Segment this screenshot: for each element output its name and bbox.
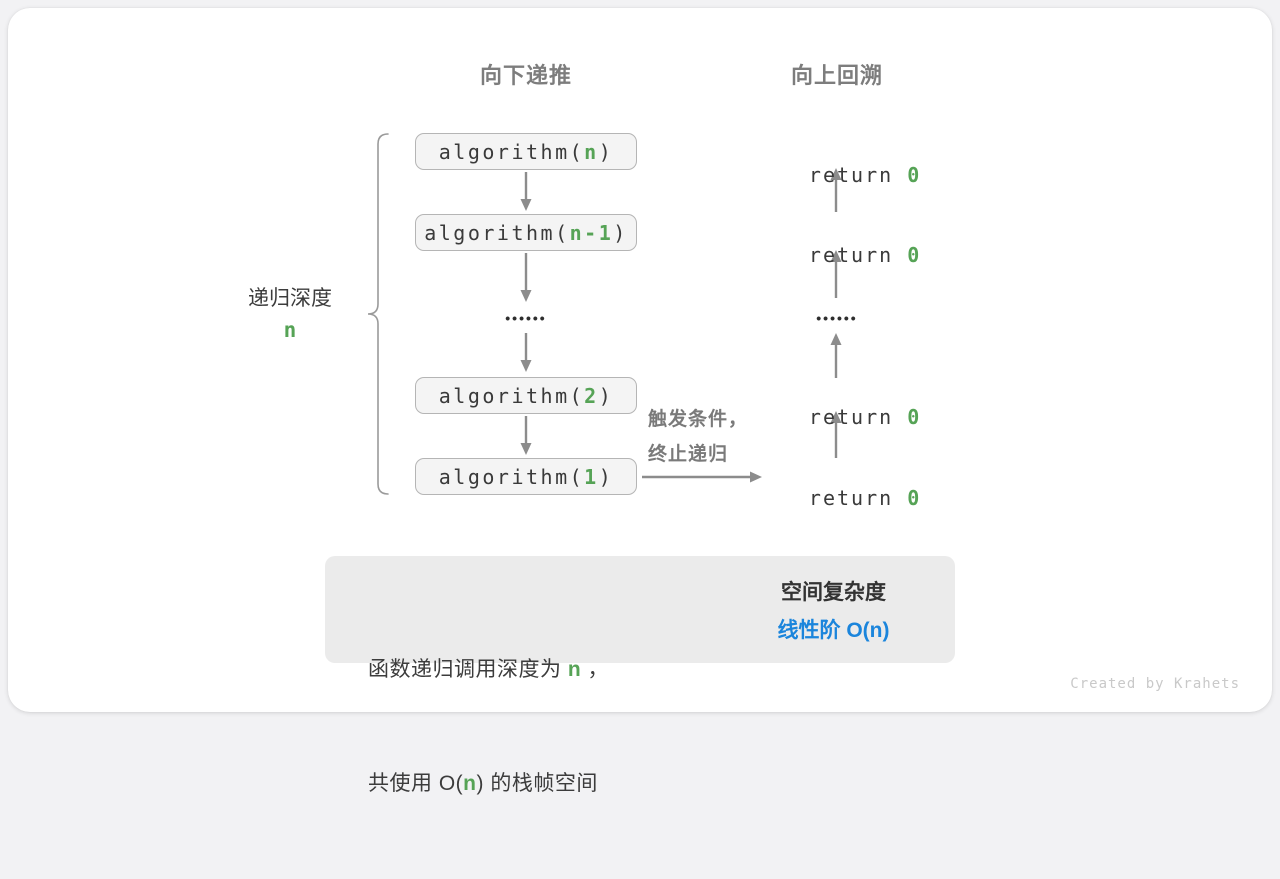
call-box-arg: n <box>584 139 599 164</box>
return-statement: return 0 <box>726 219 948 291</box>
call-box-1: algorithm(1) <box>415 458 637 495</box>
return-keyword: return <box>808 243 908 267</box>
summary-text: 函数递归调用深度为 <box>368 658 568 681</box>
trigger-condition-note-line2: 终止递归 <box>648 444 729 465</box>
watermark-credit: Created by Krahets <box>1070 676 1240 692</box>
return-value: 0 <box>907 243 922 267</box>
header-upward-backtrack: 向上回溯 <box>790 63 883 88</box>
summary-text: ， <box>581 658 610 681</box>
call-box-text: ) <box>598 383 614 408</box>
stack-ellipsis: •••••• <box>505 310 547 326</box>
return-value: 0 <box>907 486 922 510</box>
call-box-text: ) <box>598 139 614 164</box>
call-box-text: algorithm( <box>438 139 585 164</box>
summary-box <box>325 556 955 663</box>
diagram-stage: 向下递推 向上回溯 递归深度 n algorithm(n) algorithm(… <box>8 8 1272 795</box>
return-keyword: return <box>808 405 908 429</box>
call-box-n-1: algorithm(n-1) <box>415 214 637 251</box>
call-box-arg: 1 <box>584 464 599 489</box>
return-statement: return 0 <box>726 139 948 211</box>
space-complexity-title: 空间复杂度 <box>781 581 886 604</box>
return-statement: return 0 <box>726 462 948 534</box>
summary-text: ) 的栈帧空间 <box>476 772 598 795</box>
call-box-n: algorithm(n) <box>415 133 637 170</box>
return-keyword: return <box>808 163 908 187</box>
call-box-arg: n-1 <box>569 220 614 245</box>
header-downward-recursion: 向下递推 <box>479 63 572 88</box>
call-box-text: ) <box>613 220 628 245</box>
call-box-text: ) <box>598 464 614 489</box>
call-box-text: algorithm( <box>438 464 585 489</box>
summary-highlight-n: n <box>567 658 582 681</box>
summary-text: 共使用 O( <box>368 772 464 795</box>
summary-description: 函数递归调用深度为 n ， 共使用 O(n) 的栈帧空间 <box>368 575 609 879</box>
call-box-text: algorithm( <box>424 220 570 245</box>
trigger-condition-note-line1: 触发条件， <box>648 409 749 430</box>
call-box-2: algorithm(2) <box>415 377 637 414</box>
call-box-text: algorithm( <box>438 383 585 408</box>
return-value: 0 <box>907 405 922 429</box>
return-value: 0 <box>907 163 922 187</box>
summary-line2: 共使用 O(n) 的栈帧空间 <box>368 765 609 803</box>
call-box-arg: 2 <box>584 383 599 408</box>
return-statement: return 0 <box>726 381 948 453</box>
return-keyword: return <box>808 486 908 510</box>
summary-line1: 函数递归调用深度为 n ， <box>368 651 609 689</box>
depth-label: 递归深度 <box>248 287 332 310</box>
summary-highlight-n: n <box>463 772 477 795</box>
depth-value: n <box>283 318 297 342</box>
return-ellipsis: •••••• <box>816 310 858 326</box>
space-complexity-value: 线性阶 O(n) <box>777 619 890 642</box>
